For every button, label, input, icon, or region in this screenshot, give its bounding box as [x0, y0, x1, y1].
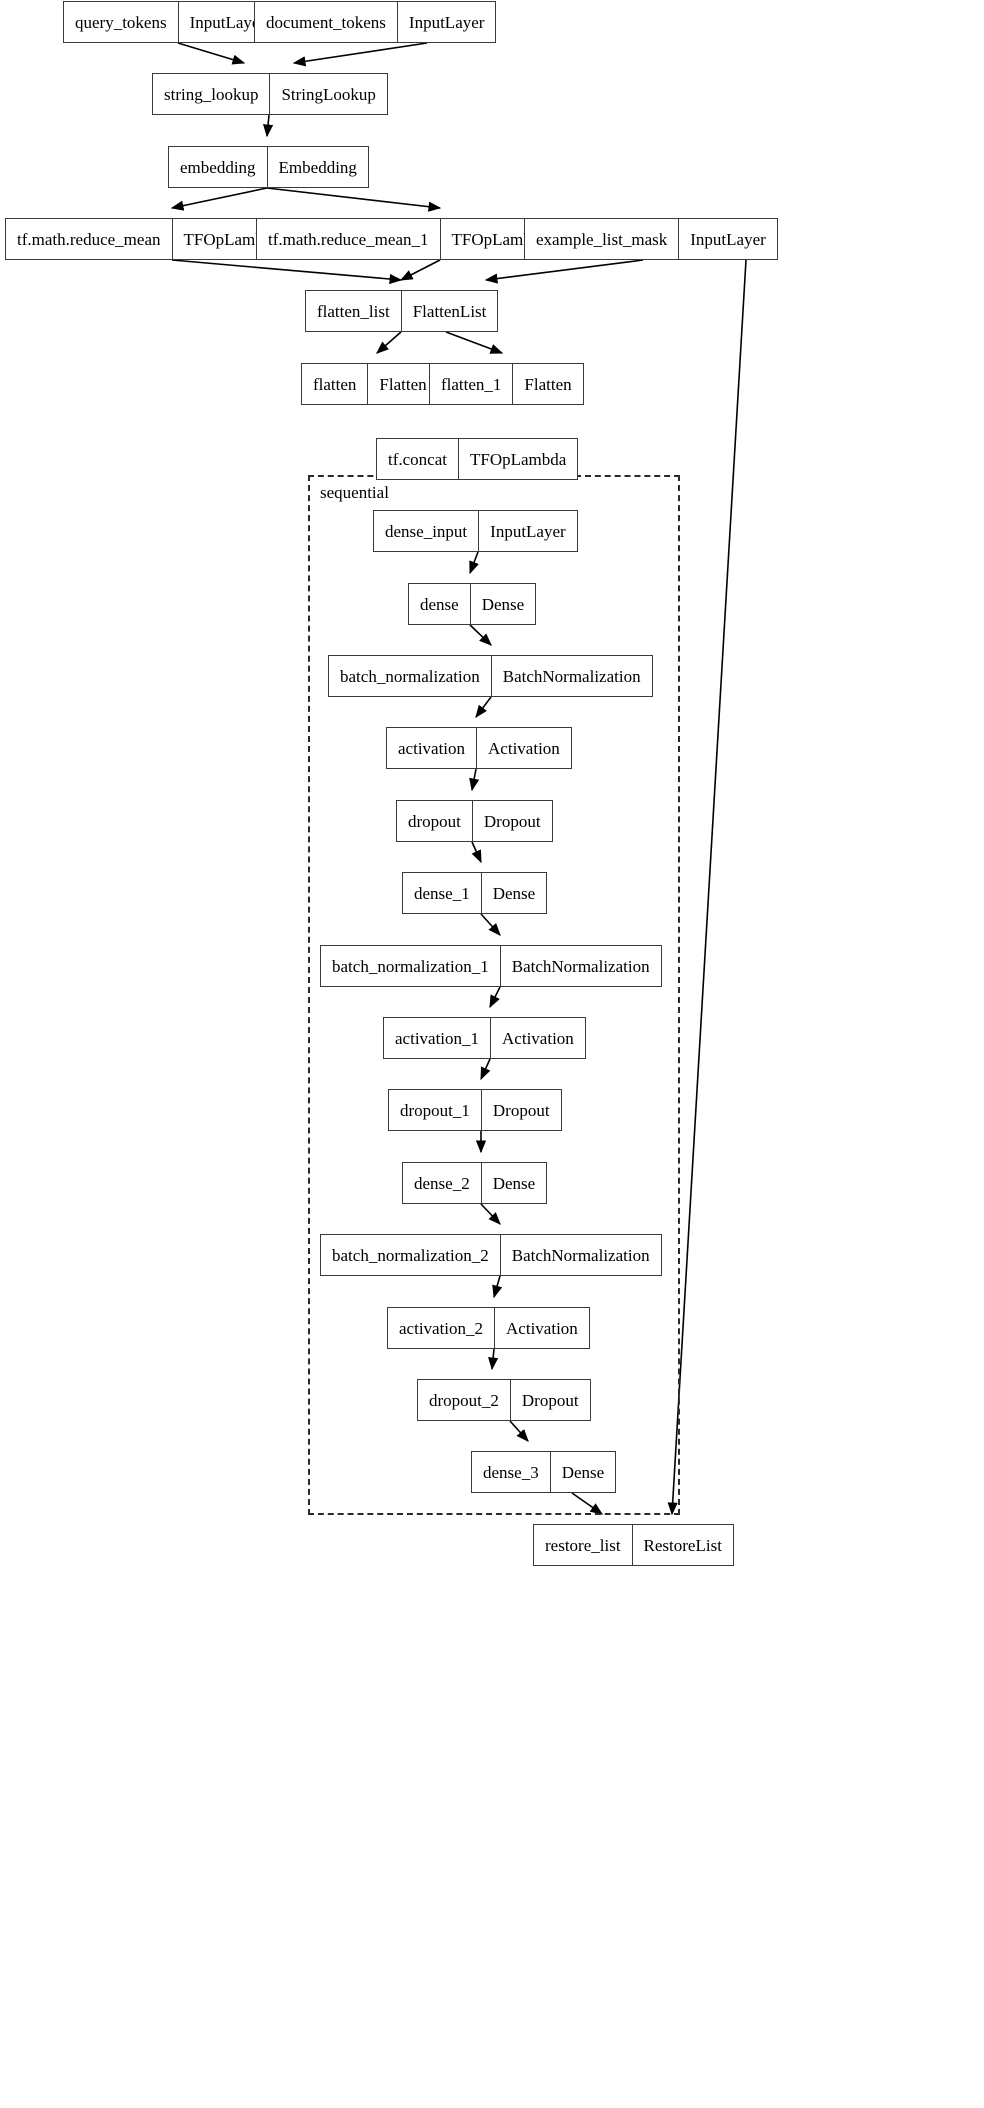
node-embedding-type: Embedding — [278, 157, 357, 177]
edge-flatten_list-to-flatten — [376, 331, 402, 354]
edge-flatten_list-to-flatten_1 — [445, 331, 504, 354]
node-dense-type: Dense — [481, 594, 525, 614]
node-restore-list[interactable]: restore_list RestoreList — [533, 1524, 734, 1566]
edge-reduce_mean-to-flatten_list — [171, 259, 403, 285]
node-dense-2-type: Dense — [492, 1173, 536, 1193]
node-flatten-1-name: flatten_1 — [430, 364, 514, 404]
node-dropout-type: Dropout — [483, 811, 541, 831]
node-flatten-type: Flatten — [379, 374, 427, 394]
node-batch-normalization-2[interactable]: batch_normalization_2 BatchNormalization — [320, 1234, 662, 1276]
node-activation-1-name: activation_1 — [384, 1018, 492, 1058]
node-dropout-1[interactable]: dropout_1 Dropout — [388, 1089, 562, 1131]
node-dense-1-name: dense_1 — [403, 873, 482, 913]
node-dense-3-type: Dense — [561, 1462, 605, 1482]
edge-embedding-to-reduce_mean_1 — [266, 187, 442, 212]
node-activation-2-name: activation_2 — [388, 1308, 496, 1348]
node-query-tokens[interactable]: query_tokens InputLayer — [63, 1, 278, 43]
node-restore-list-type: RestoreList — [643, 1535, 722, 1555]
node-dense-1[interactable]: dense_1 Dense — [402, 872, 548, 914]
node-string-lookup-name: string_lookup — [153, 74, 271, 114]
node-dropout-name: dropout — [397, 801, 473, 841]
node-dropout-2[interactable]: dropout_2 Dropout — [417, 1379, 591, 1421]
node-embedding[interactable]: embedding Embedding — [168, 146, 369, 188]
node-reduce-mean-1-type: TFOpLambda — [451, 229, 548, 249]
node-flatten-list-name: flatten_list — [306, 291, 402, 331]
edge-query_tokens-to-string_lookup — [177, 42, 246, 65]
node-activation-1-type: Activation — [502, 1028, 574, 1048]
node-flatten-1-type: Flatten — [524, 374, 572, 394]
node-dense-3[interactable]: dense_3 Dense — [471, 1451, 617, 1493]
node-batch-normalization-1[interactable]: batch_normalization_1 BatchNormalization — [320, 945, 662, 987]
node-tf-concat-type: TFOpLambda — [470, 449, 567, 469]
node-dropout-2-type: Dropout — [521, 1390, 579, 1410]
node-reduce-mean-type: TFOpLambda — [183, 229, 280, 249]
node-flatten-list[interactable]: flatten_list FlattenList — [305, 290, 499, 332]
node-flatten[interactable]: flatten Flatten — [301, 363, 439, 405]
node-string-lookup-type: StringLookup — [281, 84, 376, 104]
node-activation-name: activation — [387, 728, 478, 768]
node-example-list-mask[interactable]: example_list_mask InputLayer — [524, 218, 778, 260]
node-activation-2[interactable]: activation_2 Activation — [387, 1307, 590, 1349]
node-dense-input[interactable]: dense_input InputLayer — [373, 510, 578, 552]
edge-document_tokens-to-string_lookup — [292, 42, 428, 67]
node-batch-normalization[interactable]: batch_normalization BatchNormalization — [328, 655, 653, 697]
node-query-tokens-type: InputLayer — [189, 12, 266, 32]
node-example-list-mask-name: example_list_mask — [525, 219, 680, 259]
node-restore-list-name: restore_list — [534, 1525, 633, 1565]
node-batch-normalization-2-type: BatchNormalization — [511, 1245, 650, 1265]
node-activation-type: Activation — [488, 738, 560, 758]
node-activation-2-type: Activation — [506, 1318, 578, 1338]
node-reduce-mean-1[interactable]: tf.math.reduce_mean_1 TFOpLambda — [256, 218, 560, 260]
node-dense[interactable]: dense Dense — [408, 583, 537, 625]
node-document-tokens-name: document_tokens — [255, 2, 398, 42]
node-batch-normalization-1-name: batch_normalization_1 — [321, 946, 501, 986]
node-reduce-mean[interactable]: tf.math.reduce_mean TFOpLambda — [5, 218, 292, 260]
cluster-sequential-label: sequential — [318, 483, 391, 503]
node-dropout-1-type: Dropout — [492, 1100, 550, 1120]
node-dropout-2-name: dropout_2 — [418, 1380, 511, 1420]
edge-example_list_mask-to-restore_list — [667, 259, 747, 1516]
node-tf-concat[interactable]: tf.concat TFOpLambda — [376, 438, 579, 480]
node-dense-2-name: dense_2 — [403, 1163, 482, 1203]
node-flatten-name: flatten — [302, 364, 369, 404]
node-dense-2[interactable]: dense_2 Dense — [402, 1162, 548, 1204]
node-dense-name: dense — [409, 584, 471, 624]
node-reduce-mean-1-name: tf.math.reduce_mean_1 — [257, 219, 441, 259]
node-embedding-name: embedding — [169, 147, 268, 187]
edge-example_list_mask-to-flatten_list — [484, 259, 644, 284]
node-reduce-mean-name: tf.math.reduce_mean — [6, 219, 173, 259]
node-flatten-1[interactable]: flatten_1 Flatten — [429, 363, 584, 405]
node-dense-3-name: dense_3 — [472, 1452, 551, 1492]
node-query-tokens-name: query_tokens — [64, 2, 179, 42]
node-dense-input-type: InputLayer — [490, 521, 566, 541]
edge-reduce_mean_1-to-flatten_list — [399, 259, 441, 281]
edge-embedding-to-reduce_mean — [170, 187, 268, 211]
node-tf-concat-name: tf.concat — [377, 439, 459, 479]
node-batch-normalization-name: batch_normalization — [329, 656, 492, 696]
node-activation[interactable]: activation Activation — [386, 727, 572, 769]
node-flatten-list-type: FlattenList — [412, 301, 487, 321]
node-dense-1-type: Dense — [492, 883, 536, 903]
cluster-sequential — [308, 475, 680, 1515]
node-document-tokens-type: InputLayer — [408, 12, 485, 32]
node-batch-normalization-type: BatchNormalization — [502, 666, 641, 686]
node-string-lookup[interactable]: string_lookup StringLookup — [152, 73, 388, 115]
node-dropout-1-name: dropout_1 — [389, 1090, 482, 1130]
node-activation-1[interactable]: activation_1 Activation — [383, 1017, 586, 1059]
node-document-tokens[interactable]: document_tokens InputLayer — [254, 1, 497, 43]
node-dropout[interactable]: dropout Dropout — [396, 800, 553, 842]
node-example-list-mask-type: InputLayer — [690, 229, 766, 249]
edge-string_lookup-to-embedding — [262, 114, 274, 138]
node-batch-normalization-1-type: BatchNormalization — [511, 956, 650, 976]
node-batch-normalization-2-name: batch_normalization_2 — [321, 1235, 501, 1275]
node-dense-input-name: dense_input — [374, 511, 480, 551]
